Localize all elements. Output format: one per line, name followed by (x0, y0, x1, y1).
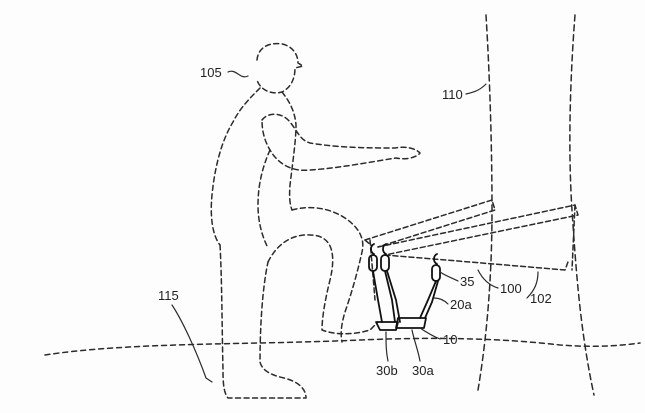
leader-10 (419, 327, 441, 340)
leader-105 (227, 70, 249, 78)
leader-lines (171, 70, 539, 383)
label-100: 100 (500, 281, 522, 296)
platform-frame (364, 199, 579, 301)
label-102: 102 (530, 291, 552, 306)
leader-30b (385, 331, 389, 362)
label-30a: 30a (412, 363, 434, 378)
leader-110 (465, 83, 487, 95)
leader-100 (477, 269, 499, 289)
label-105: 105 (200, 65, 222, 80)
leader-35 (439, 271, 459, 282)
label-30b: 30b (376, 363, 398, 378)
label-35: 35 (460, 274, 474, 289)
leader-30a (411, 329, 421, 362)
label-115: 115 (158, 288, 179, 303)
leader-102 (526, 271, 539, 299)
leader-20a (433, 297, 449, 305)
leader-115 (171, 304, 213, 383)
strap-assembly (368, 243, 441, 331)
reference-labels: 105 110 115 100 102 35 20a 10 30b 30a (158, 65, 552, 378)
tree-trunk (477, 14, 595, 396)
label-110: 110 (442, 87, 463, 102)
label-10: 10 (443, 332, 457, 347)
person-silhouette (210, 42, 421, 399)
label-20a: 20a (450, 297, 472, 312)
